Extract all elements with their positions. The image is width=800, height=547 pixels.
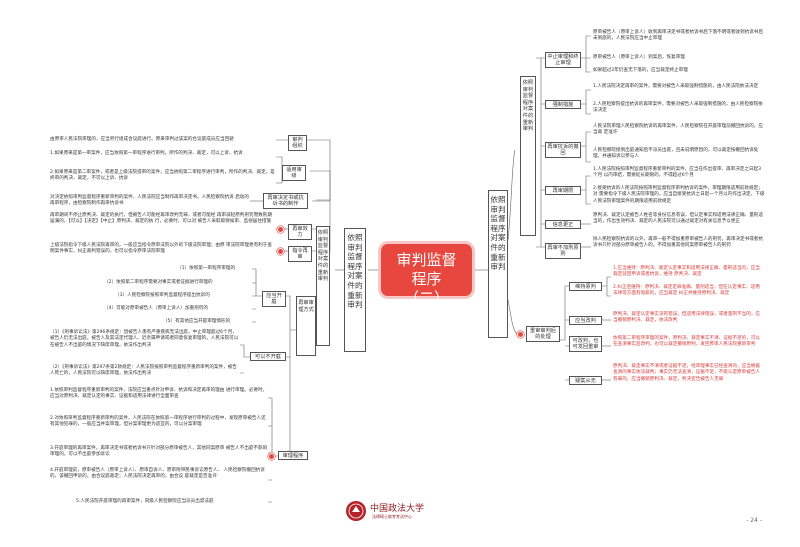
node-trial-organization[interactable]: 审判组织 (288, 135, 307, 151)
node-retrial-term[interactable]: 再审期限 (545, 186, 581, 196)
text-rb-1a: 1.应当维持：原判决、裁定认定事实和适用法律正确、量刑适当的，应当裁定驳回申诉或… (613, 266, 760, 278)
text-rt-4b: 2.接受抗诉的人民法院按照审判监督程序审判抗诉的案件，审理期限适用前款规定；对 … (593, 186, 765, 204)
text-lb-k4: （4）可能对原审被告人（原审上诉人）加重刑罚的 (104, 306, 208, 311)
node-uphold[interactable]: 维持原判 (569, 282, 602, 292)
text-rt-1b: 原审被告人（原审上诉人）到案后，恢复审理 (593, 55, 685, 60)
text-lt-3a: 对决定依照审判监督程序重新审判的案件，人民法院应当制作再审决定书。人民检察院抗诉… (50, 195, 249, 207)
text-lb-q1: （1）《刑事诉讼法》第296条规定：因被告人患有严重疾病无法出庭，中止审理超过6… (50, 330, 239, 348)
text-lb-k3: （3）人民检察院按照审判监督程序提出抗诉的 (115, 293, 210, 298)
seal-icon (346, 501, 366, 521)
logo-text: 中国政法大学 (370, 504, 425, 514)
right-top-hub[interactable]: 依照审判监督程序对案件的重新审判 (520, 76, 536, 236)
text-rt-2b: 2.人民检察院提出抗诉的再审案件，需要对被告人采取强制措施的，由人民检察院依法决… (593, 102, 763, 114)
collapse-dot-ordered[interactable] (277, 248, 284, 255)
collapse-dot-procedure[interactable] (268, 453, 275, 460)
text-lb-r2: 2.对依照审判监督程序重新审判的案件，人民法院在依照第一审程序进行审判的过程中，… (50, 416, 266, 428)
node-must-open-court[interactable]: 应当开庭 (262, 291, 286, 307)
text-rb-2a: 原判决、裁定认定事实没有错误，但适用法律错误，或者量刑不当的，应当撤销原判决、裁… (613, 312, 761, 324)
left-main-branch[interactable]: 依照审判监督程序对案件的重新审判 (344, 228, 366, 352)
text-lt-5a: 上级法院指令下级人民法院再审的，一般应当指令原审法院以外的下级法院审理；由原 审… (50, 243, 272, 255)
text-rt-1c: 如果超过2年仍查无下落的，应当裁定终止审理 (593, 68, 688, 73)
left-hub-branch[interactable]: 依照审判监督程序对案件的重新审判 (316, 226, 330, 346)
text-lb-r5: 5.人民法院开庭审理的再审案件，同级人民检察院应当派员出席法庭 (76, 499, 214, 504)
page-number: - 24 - (746, 517, 762, 524)
text-rt-5a: 原判决、裁定认定被告人姓名等身份信息有误，但认定事实和适用法律正确、量刑适当的，… (593, 213, 763, 225)
text-lb-q2: （2）《刑事诉讼法》第297条第2款规定：人民法院按照审判监督程序重新审判的案件… (50, 365, 237, 377)
text-rb-4a: 原判决、裁定事实不清或者证据不足，经审理事实已经查清的，应当根据查清的事实依法裁… (613, 364, 761, 382)
central-topic[interactable]: 审判监督程序（二） (381, 244, 472, 307)
node-no-heavier-penalty[interactable]: 再审不加刑原则 (545, 243, 581, 259)
text-lt-1a: 由原审人民法院审理的，应当另行组成合议庭进行。原来审判过该案的合议庭成员应当回避 (50, 137, 234, 142)
node-ordered-retrial[interactable]: 指令再审 (288, 246, 312, 262)
node-retrial-effect[interactable]: 再审效力 (288, 224, 312, 240)
text-rt-3a: 人民法院审理人民检察院抗诉的再审案件，人民检察院在开庭审理前撤回抗诉的，应当裁 … (593, 124, 763, 136)
university-logo: 中国政法大学 法律硕士联考考试中心 (344, 497, 444, 525)
text-lb-k1: （1）依照第一审程序审理的 (177, 266, 236, 271)
node-amend-or-remand[interactable]: 可改判，也可发回重审 (569, 336, 602, 352)
text-rt-3b: 人民检察院接到出庭通知后不派员出庭，且未说明原因的，可以裁定按撤回抗诉处理，并通… (593, 148, 759, 160)
node-must-amend[interactable]: 应当改判 (569, 316, 602, 326)
node-trial-procedure[interactable]: 审理程序 (278, 451, 308, 461)
text-rb-1b: 2.纠正后维持：原判决、裁定定罪准确、量刑适当，但在认定事实、适用法律等方面有瑕… (613, 285, 760, 297)
text-lb-k5: （5）有其他应当开庭审理情形的 (163, 319, 231, 324)
node-applicable-level[interactable]: 适用审级 (282, 165, 306, 181)
node-post-retrial-handling[interactable]: 重审审判后的处理 (526, 326, 560, 342)
text-lb-r4: 4.开庭审理前，原审被告人（原审上诉人）、原审自诉人、原审附带民事诉讼原告人、 … (50, 468, 265, 480)
collapse-dot-right-bottom[interactable] (517, 331, 524, 338)
text-rt-6a: 除人民检察院抗诉的以外，再审一般不得加重原审被告人的刑罚。再审决定书或者抗诉书只… (593, 237, 763, 249)
text-rt-2a: 1.人民法院决定再审的案件，需要对被告人采取强制措施的，由人民法院依法决定 (593, 84, 759, 89)
text-lb-k2: （2）依照第二审程序需要对事实或者证据进行审理的 (104, 280, 213, 285)
text-lt-2b: 2.如果原来是第二审案件，或者是上级法院提审的案件，应当依照第二审程序进行审判，… (50, 170, 275, 182)
collapse-dot-effect[interactable] (277, 226, 284, 233)
text-lt-2a: 1.如果原来是第一审案件，应当依照第一审程序进行审判，所作的判决、裁定，可以上诉… (50, 151, 243, 156)
text-rb-3a: 依照第二审程序审理的案件，原判决、裁定事实不清、证据不足的，可以在查清事实后改判… (613, 336, 761, 348)
node-may-not-open-court[interactable]: 可以不开庭 (250, 352, 286, 362)
node-suspend-terminate[interactable]: 中止审理和终止审理 (545, 52, 581, 68)
logo-subtext: 法律硕士联考考试中心 (372, 514, 412, 519)
text-lt-4a: 再审期间不停止原判决、裁定的执行，但被告人可能经再审改判无罪，或者可能经 再审减… (50, 213, 272, 225)
node-info-correction[interactable]: 信息更正 (545, 220, 581, 230)
right-main-branch[interactable]: 依照审判监督程序对案件的重新审判 (488, 190, 508, 338)
node-doubt-acquittal[interactable]: 疑案从无 (569, 376, 602, 386)
node-withdraw-protest[interactable]: 再审抗诉的撤回 (545, 142, 581, 158)
text-rt-4a: 1.人民法院按照审判监督程序重新审判的案件，应当在作出提审、再审决定之日起3个月… (593, 167, 762, 179)
text-lb-r1: 1.依照审判监督程序重新审判的案件，法院应当重点针对申诉、抗诉和决定再审的理由 … (50, 388, 268, 400)
node-retrial-method[interactable]: 再审审理方式 (296, 296, 316, 356)
text-lb-r3: 3.开庭审理的再审案件，再审决定书或者抗诉书只针对部分原审被告人，其他同案原审 … (50, 446, 268, 458)
node-coercive-measures[interactable]: 强制措施 (545, 100, 581, 110)
text-rt-1a: 原审被告人（原审上诉人）收到再审决定书或者抗诉书后下落不明或者收到抗诉书后未到庭… (593, 30, 763, 42)
node-retrial-document[interactable]: 再审决定书或抗诉书的制作 (263, 193, 308, 209)
